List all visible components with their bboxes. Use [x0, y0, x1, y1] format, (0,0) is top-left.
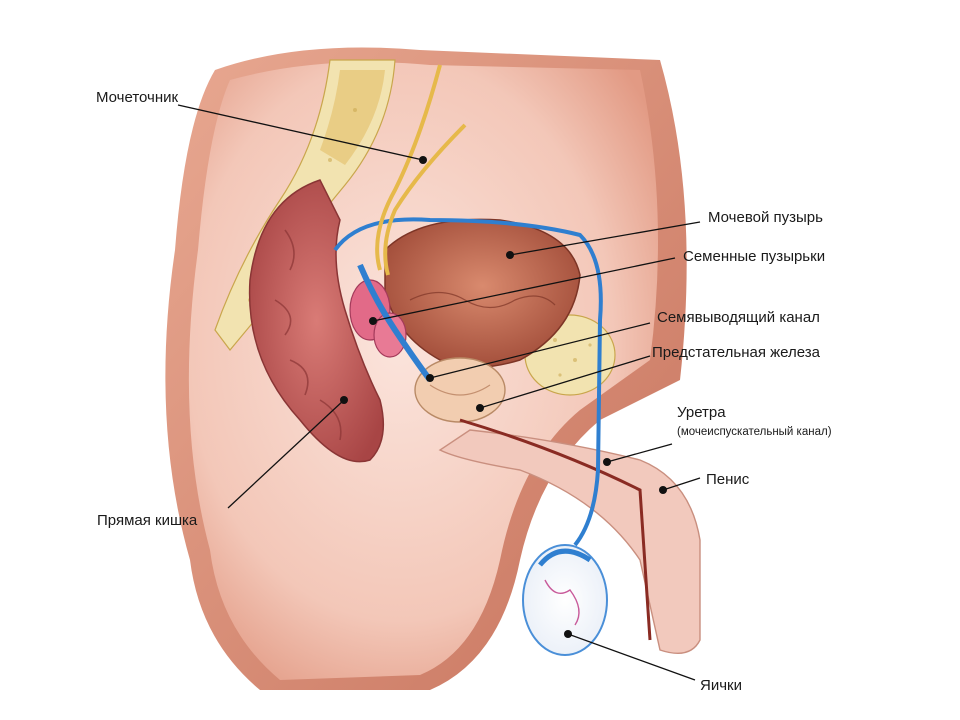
- label-penis: Пенис: [706, 471, 750, 488]
- label-bladder: Мочевой пузырь: [708, 209, 823, 226]
- ureters: [375, 64, 467, 276]
- leader-lines: [177, 104, 701, 681]
- label-prostate: Предстательная железа: [652, 344, 821, 361]
- label-rectum: Прямая кишка: [97, 512, 198, 529]
- prostate: [414, 357, 506, 423]
- label-seminal-vesicles: Семенные пузырьки: [683, 248, 825, 265]
- label-urethra: Уретра: [677, 404, 726, 421]
- testicle: [522, 544, 608, 656]
- label-vas-deferens: Семявыводящий канал: [657, 309, 820, 326]
- label-testicle: Яички: [700, 677, 742, 694]
- label-ureter: Мочеточник: [96, 89, 179, 106]
- rectum: [248, 179, 385, 463]
- label-urethra-note: (мочеиспускательный канал): [677, 426, 832, 438]
